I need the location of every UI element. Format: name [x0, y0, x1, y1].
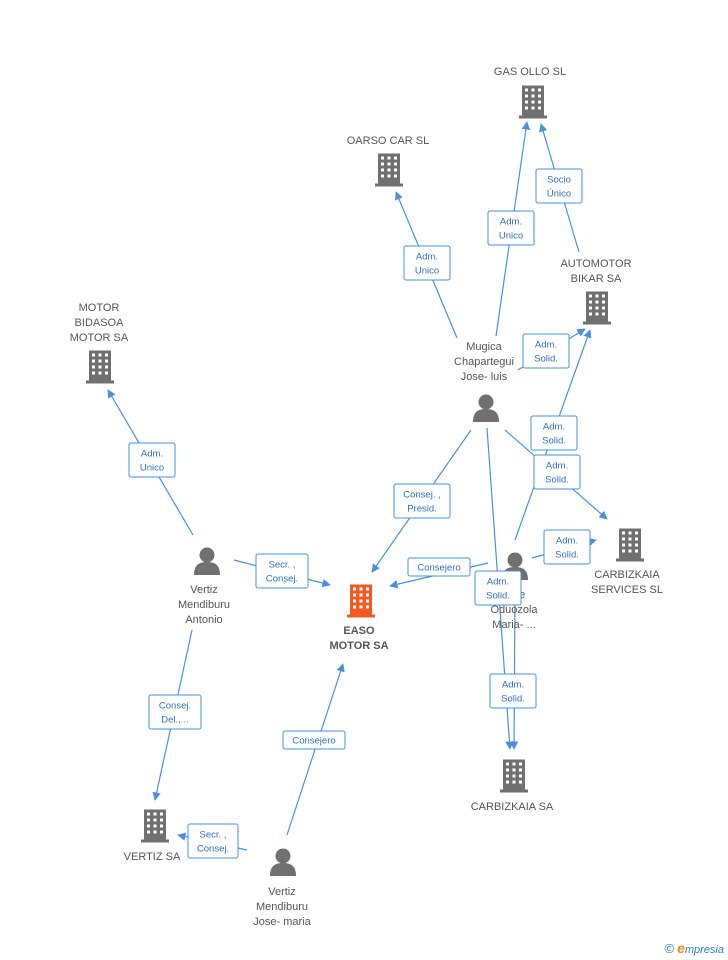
person-icon: [194, 547, 220, 575]
edge-label-text: Del.,...: [161, 715, 188, 726]
node-label: VERTIZ SA: [124, 851, 181, 863]
node-label: Antonio: [185, 614, 222, 626]
node-label: Vertiz: [268, 886, 296, 898]
building-icon: [616, 528, 644, 562]
node-vertizsa[interactable]: VERTIZ SA: [124, 809, 181, 864]
edge-label-text: Consejero: [417, 563, 460, 574]
edge-label-text: Consejero: [292, 736, 335, 747]
building-icon: [375, 153, 403, 187]
edge-label-text: Solid.: [534, 354, 558, 365]
edge-label-text: Adm.: [556, 536, 578, 547]
node-label: Vertiz: [190, 584, 218, 596]
edge-label-text: Unico: [140, 463, 164, 474]
node-label: AUTOMOTOR: [560, 258, 631, 270]
building-icon: [519, 85, 547, 119]
edge-label-text: Consej.: [159, 701, 191, 712]
edge-label-e4[interactable]: Adm. Solid.: [522, 333, 570, 369]
node-label: GAS OLLO SL: [494, 66, 566, 78]
node-label: Jose- maria: [253, 916, 311, 928]
node-label: Mugica: [466, 341, 502, 353]
edge-label-e15[interactable]: Consejero: [282, 730, 346, 750]
edge-label-e9[interactable]: Consejero: [407, 557, 471, 577]
edge-label-text: Secr. ,: [200, 830, 227, 841]
edge-label-text: Solid.: [555, 550, 579, 561]
node-label: CARBIZKAIA: [594, 569, 660, 581]
node-bidasoa[interactable]: MOTOR BIDASOA MOTOR SA: [70, 302, 129, 384]
edge-label-e5[interactable]: Consej. , Presid.: [393, 483, 451, 519]
building-icon: [583, 291, 611, 325]
node-label: Chapartegui: [454, 356, 514, 368]
building-icon: [347, 584, 375, 618]
edge-label-text: Adm.: [546, 461, 568, 472]
edge-label-e7[interactable]: Adm. Solid.: [489, 673, 537, 709]
edge-label-e12[interactable]: Adm. Unico: [128, 442, 176, 478]
node-label: Mendiburu: [178, 599, 230, 611]
edge-label-text: Adm.: [543, 422, 565, 433]
node-easo[interactable]: EASO MOTOR SA: [329, 584, 389, 653]
node-label: Mendiburu: [256, 901, 308, 913]
node-label: MOTOR SA: [329, 640, 388, 652]
node-label: BIKAR SA: [571, 273, 622, 285]
edge-label-text: Unico: [499, 231, 523, 242]
edge-label-text: Solid.: [486, 591, 510, 602]
node-label: EASO: [343, 625, 375, 637]
edge-label-text: Presid.: [407, 504, 437, 515]
building-icon: [86, 350, 114, 384]
brand-footer: © empresia: [664, 940, 724, 956]
edge-label-text: Adm.: [535, 340, 557, 351]
edge-label-e8[interactable]: Adm. Solid.: [530, 415, 578, 451]
node-label: SERVICES SL: [591, 584, 663, 596]
node-label: CARBIZKAIA SA: [471, 801, 554, 813]
node-label: Oduozola: [490, 604, 538, 616]
edge-label-e10[interactable]: Adm. Solid.: [543, 529, 591, 565]
edge-label-e13[interactable]: Secr. , Consej.: [255, 553, 309, 589]
node-label: BIDASOA: [75, 317, 125, 329]
edge-label-text: Unico: [415, 266, 439, 277]
node-gasollo[interactable]: GAS OLLO SL: [494, 66, 566, 119]
node-automotor[interactable]: AUTOMOTOR BIKAR SA: [560, 258, 632, 325]
node-oarso[interactable]: OARSO CAR SL: [347, 135, 430, 187]
edge-label-text: Adm.: [141, 449, 163, 460]
edge-label-text: Adm.: [416, 252, 438, 263]
edge-label-text: Consej.: [197, 844, 229, 855]
edge-label-text: Consej.: [266, 574, 298, 585]
node-label: Maria- ...: [492, 619, 535, 631]
building-icon: [500, 759, 528, 793]
edge-label-text: Socio: [547, 175, 571, 186]
edge-label-e2[interactable]: Adm. Unico: [487, 210, 535, 246]
person-icon: [270, 848, 296, 876]
edge-label-text: Adm.: [500, 217, 522, 228]
node-label: MOTOR SA: [70, 332, 129, 344]
brand-logo[interactable]: empresia: [677, 940, 724, 956]
edge-label-text: Adm.: [502, 680, 524, 691]
person-icon: [473, 394, 499, 422]
node-label: OARSO CAR SL: [347, 135, 430, 147]
edge-label-text: Solid.: [501, 694, 525, 705]
node-label: Jose- luis: [461, 371, 508, 383]
edge-label-e1[interactable]: Adm. Unico: [403, 245, 451, 281]
edge-label-e14[interactable]: Consej. Del.,...: [148, 694, 202, 730]
edge-label-text: Secr. ,: [269, 560, 296, 571]
building-icon: [141, 809, 169, 843]
copyright-icon: ©: [664, 940, 675, 956]
node-label: MOTOR: [79, 302, 120, 314]
edge-label-e6[interactable]: Adm. Solid.: [533, 454, 581, 490]
edge-label-e16[interactable]: Secr. , Consej.: [187, 823, 239, 859]
edge-label-text: Adm.: [487, 577, 509, 588]
edge-label-text: Solid.: [545, 475, 569, 486]
edge-label-e11[interactable]: Adm. Solid.: [474, 570, 522, 606]
edge-label-text: Único: [547, 189, 571, 200]
node-carbizkaia[interactable]: CARBIZKAIA SA: [471, 759, 554, 814]
node-carbizkaia_services[interactable]: CARBIZKAIA SERVICES SL: [591, 528, 663, 597]
edge-label-text: Solid.: [542, 436, 566, 447]
edge-label-text: Consej. ,: [403, 490, 441, 501]
